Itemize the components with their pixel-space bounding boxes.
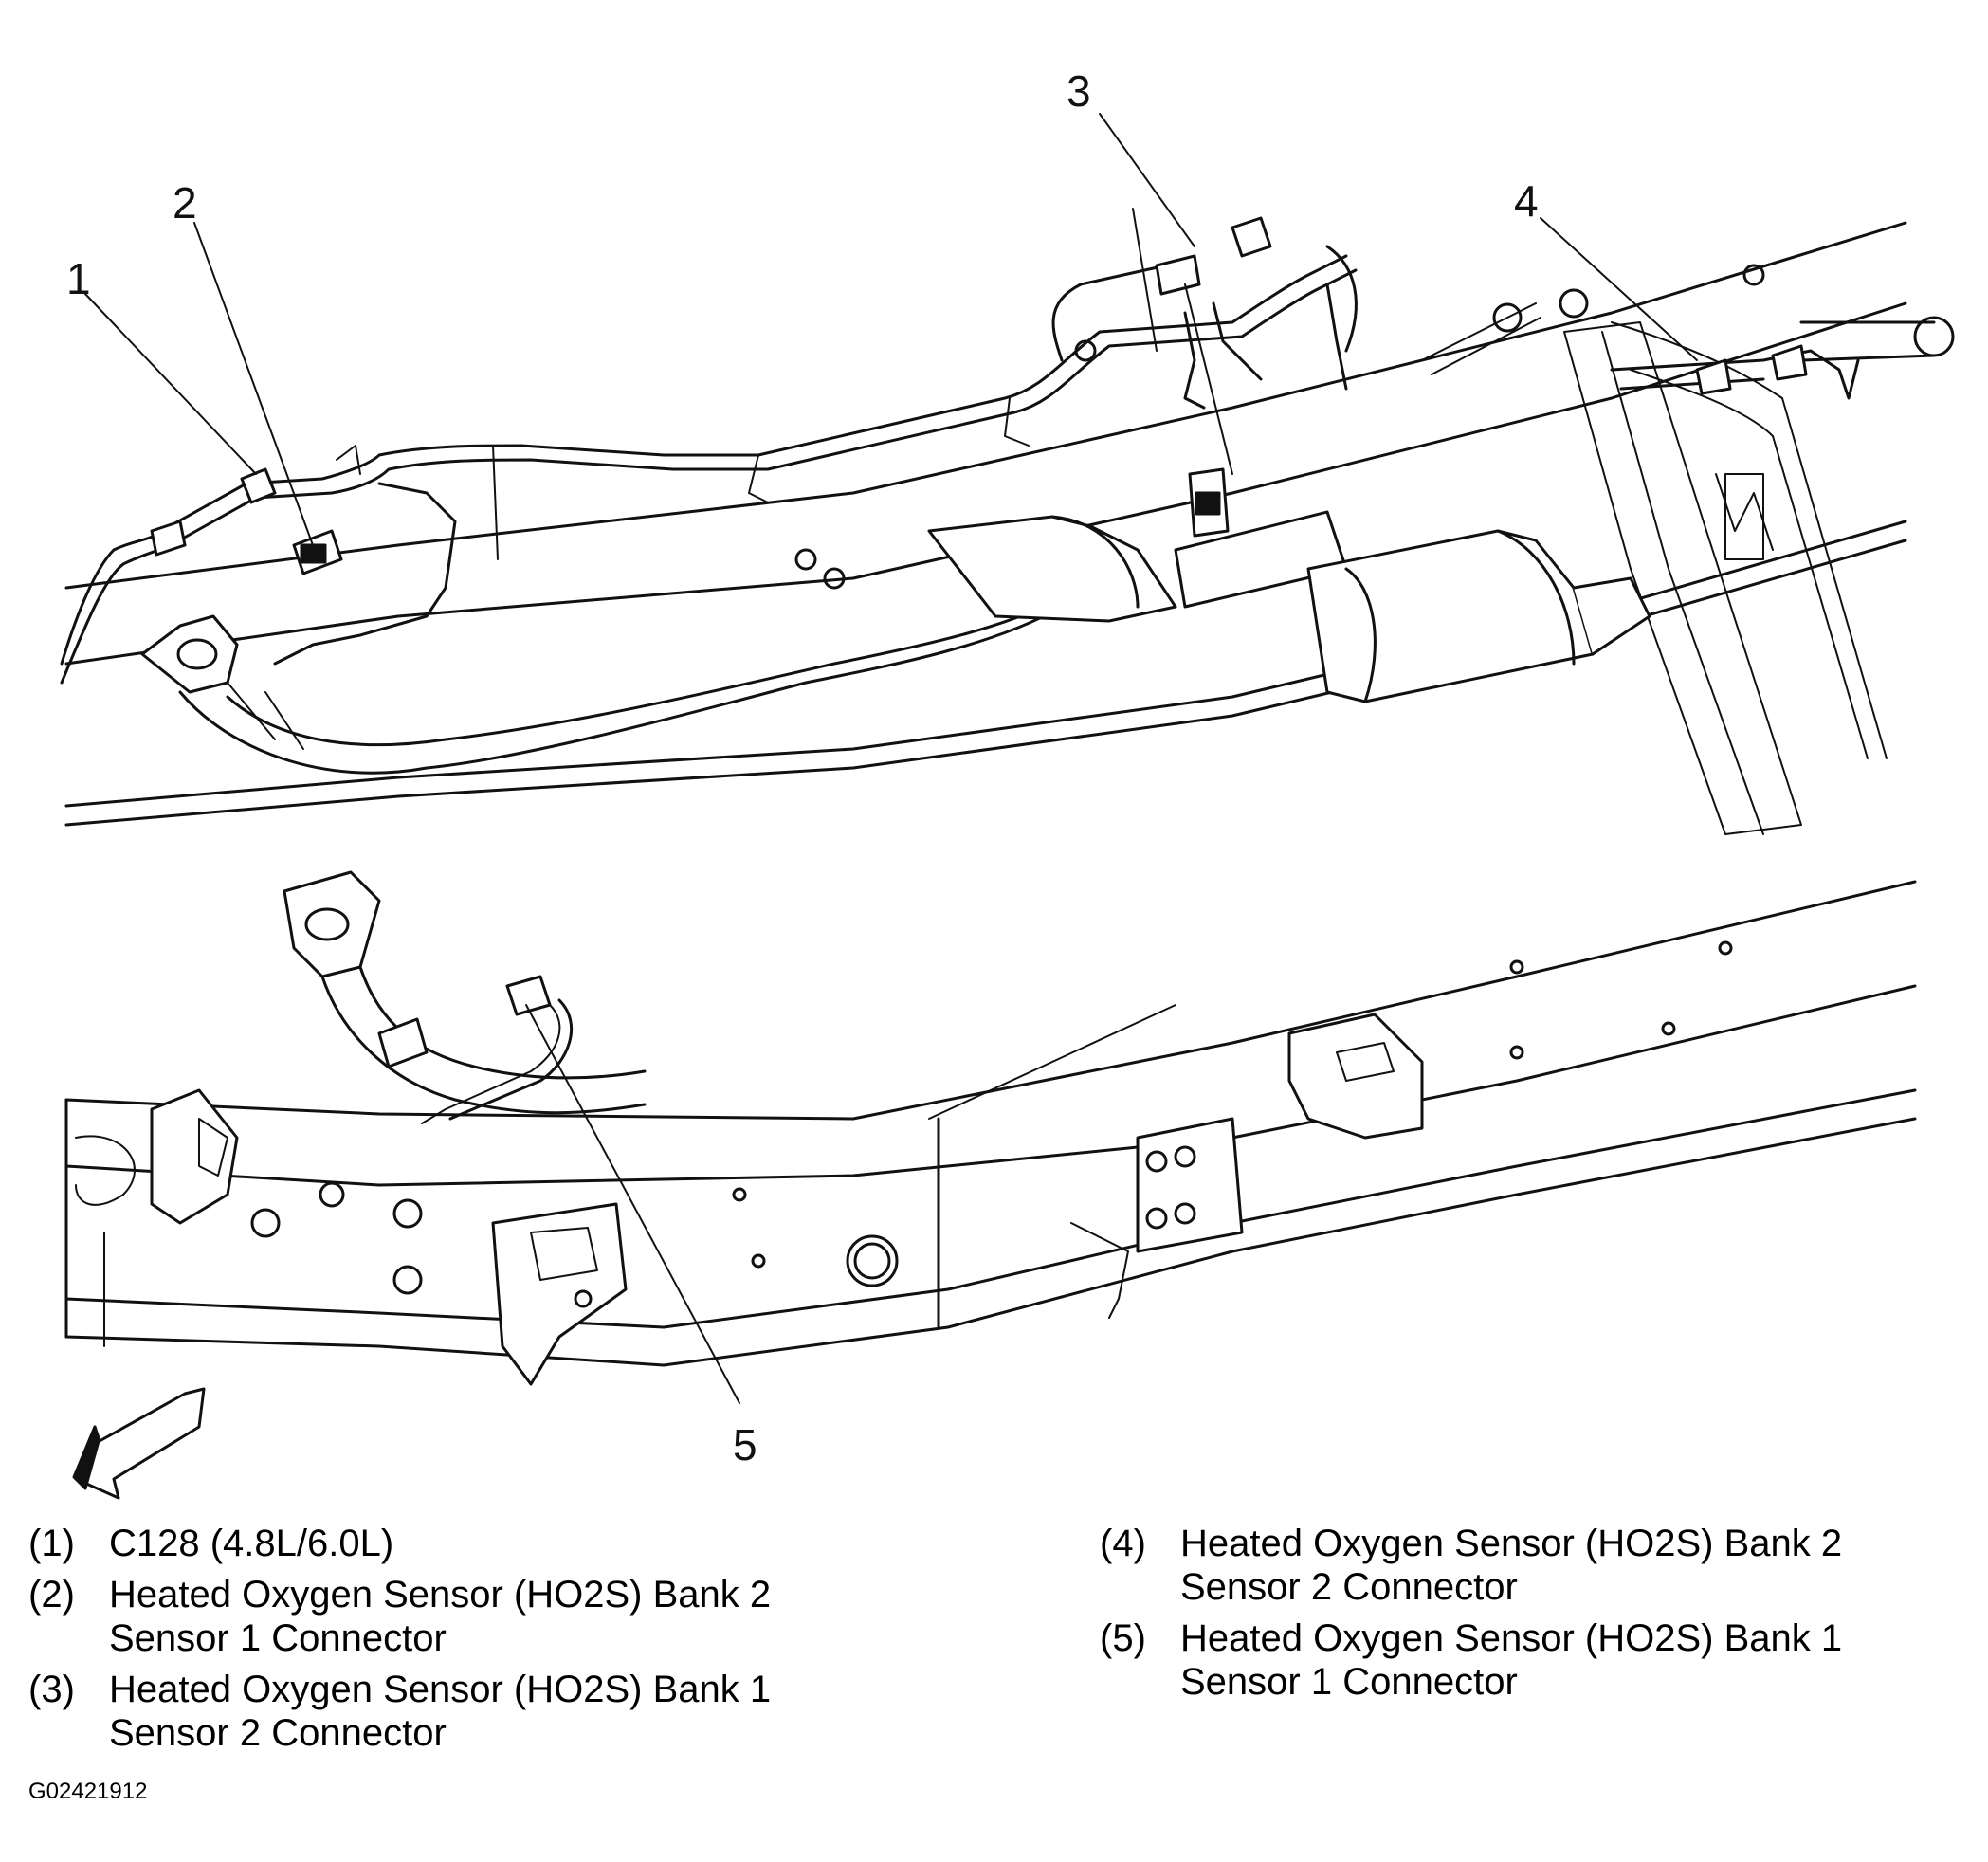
legend-item-3: (3) Heated Oxygen Sensor (HO2S) Bank 1 S… bbox=[28, 1668, 882, 1755]
legend-left-column: (1) C128 (4.8L/6.0L) (2) Heated Oxygen S… bbox=[28, 1522, 882, 1768]
catalytic-converter-1 bbox=[927, 510, 1348, 623]
figure-id: G02421912 bbox=[28, 1779, 148, 1804]
connector-ho2s-bank1-sensor1 bbox=[377, 975, 574, 1124]
legend-item-2: (2) Heated Oxygen Sensor (HO2S) Bank 2 S… bbox=[28, 1573, 882, 1660]
callout-4: 4 bbox=[1514, 176, 1539, 226]
connector-c128 bbox=[150, 467, 277, 557]
frame-mount-left bbox=[491, 1202, 628, 1386]
callout-numbers: 1 2 3 4 5 bbox=[66, 66, 1539, 1470]
callout-3: 3 bbox=[1067, 66, 1091, 116]
exhaust-pipe-lower bbox=[283, 870, 647, 1115]
callout-leaders bbox=[84, 113, 1698, 1404]
legend-text: Heated Oxygen Sensor (HO2S) Bank 1 Senso… bbox=[1180, 1617, 1843, 1703]
upper-wiring-harness bbox=[60, 245, 1860, 685]
front-frame-structure bbox=[64, 1088, 239, 1347]
legend-text: Heated Oxygen Sensor (HO2S) Bank 2 Senso… bbox=[1180, 1523, 1843, 1608]
frame-mount-right bbox=[1287, 1013, 1424, 1140]
legend-item-4: (4) Heated Oxygen Sensor (HO2S) Bank 2 S… bbox=[1100, 1522, 1953, 1609]
legend-num: (3) bbox=[28, 1669, 75, 1710]
exhaust-pipe-upper bbox=[140, 591, 1073, 775]
connector-ho2s-bank1-sensor2 bbox=[1155, 216, 1272, 538]
forward-arrow-icon bbox=[72, 1387, 206, 1500]
legend-text: Heated Oxygen Sensor (HO2S) Bank 1 Senso… bbox=[109, 1669, 772, 1754]
legend-num: (5) bbox=[1100, 1617, 1146, 1659]
legend-num: (1) bbox=[28, 1523, 75, 1564]
callout-2: 2 bbox=[173, 178, 197, 228]
callout-1: 1 bbox=[66, 254, 91, 303]
frame-bracket-center bbox=[1070, 1117, 1244, 1319]
lower-frame-rail bbox=[64, 880, 1917, 1367]
legend-text: Heated Oxygen Sensor (HO2S) Bank 2 Senso… bbox=[109, 1574, 772, 1659]
catalytic-converter-2 bbox=[1306, 529, 1651, 703]
legend-item-5: (5) Heated Oxygen Sensor (HO2S) Bank 1 S… bbox=[1100, 1616, 1953, 1704]
connector-ho2s-bank2-sensor1 bbox=[292, 529, 343, 575]
callout-5: 5 bbox=[733, 1420, 757, 1470]
legend-item-1: (1) C128 (4.8L/6.0L) bbox=[28, 1522, 882, 1565]
crossmember bbox=[1563, 316, 1955, 835]
harness-clips bbox=[336, 339, 1097, 590]
legend-num: (4) bbox=[1100, 1523, 1146, 1564]
legend-text: C128 (4.8L/6.0L) bbox=[109, 1523, 394, 1564]
legend-right-column: (4) Heated Oxygen Sensor (HO2S) Bank 2 S… bbox=[1100, 1522, 1953, 1703]
upper-frame-rail bbox=[64, 221, 1907, 827]
connector-ho2s-bank2-sensor2 bbox=[1695, 344, 1808, 395]
legend-num: (2) bbox=[28, 1574, 75, 1616]
